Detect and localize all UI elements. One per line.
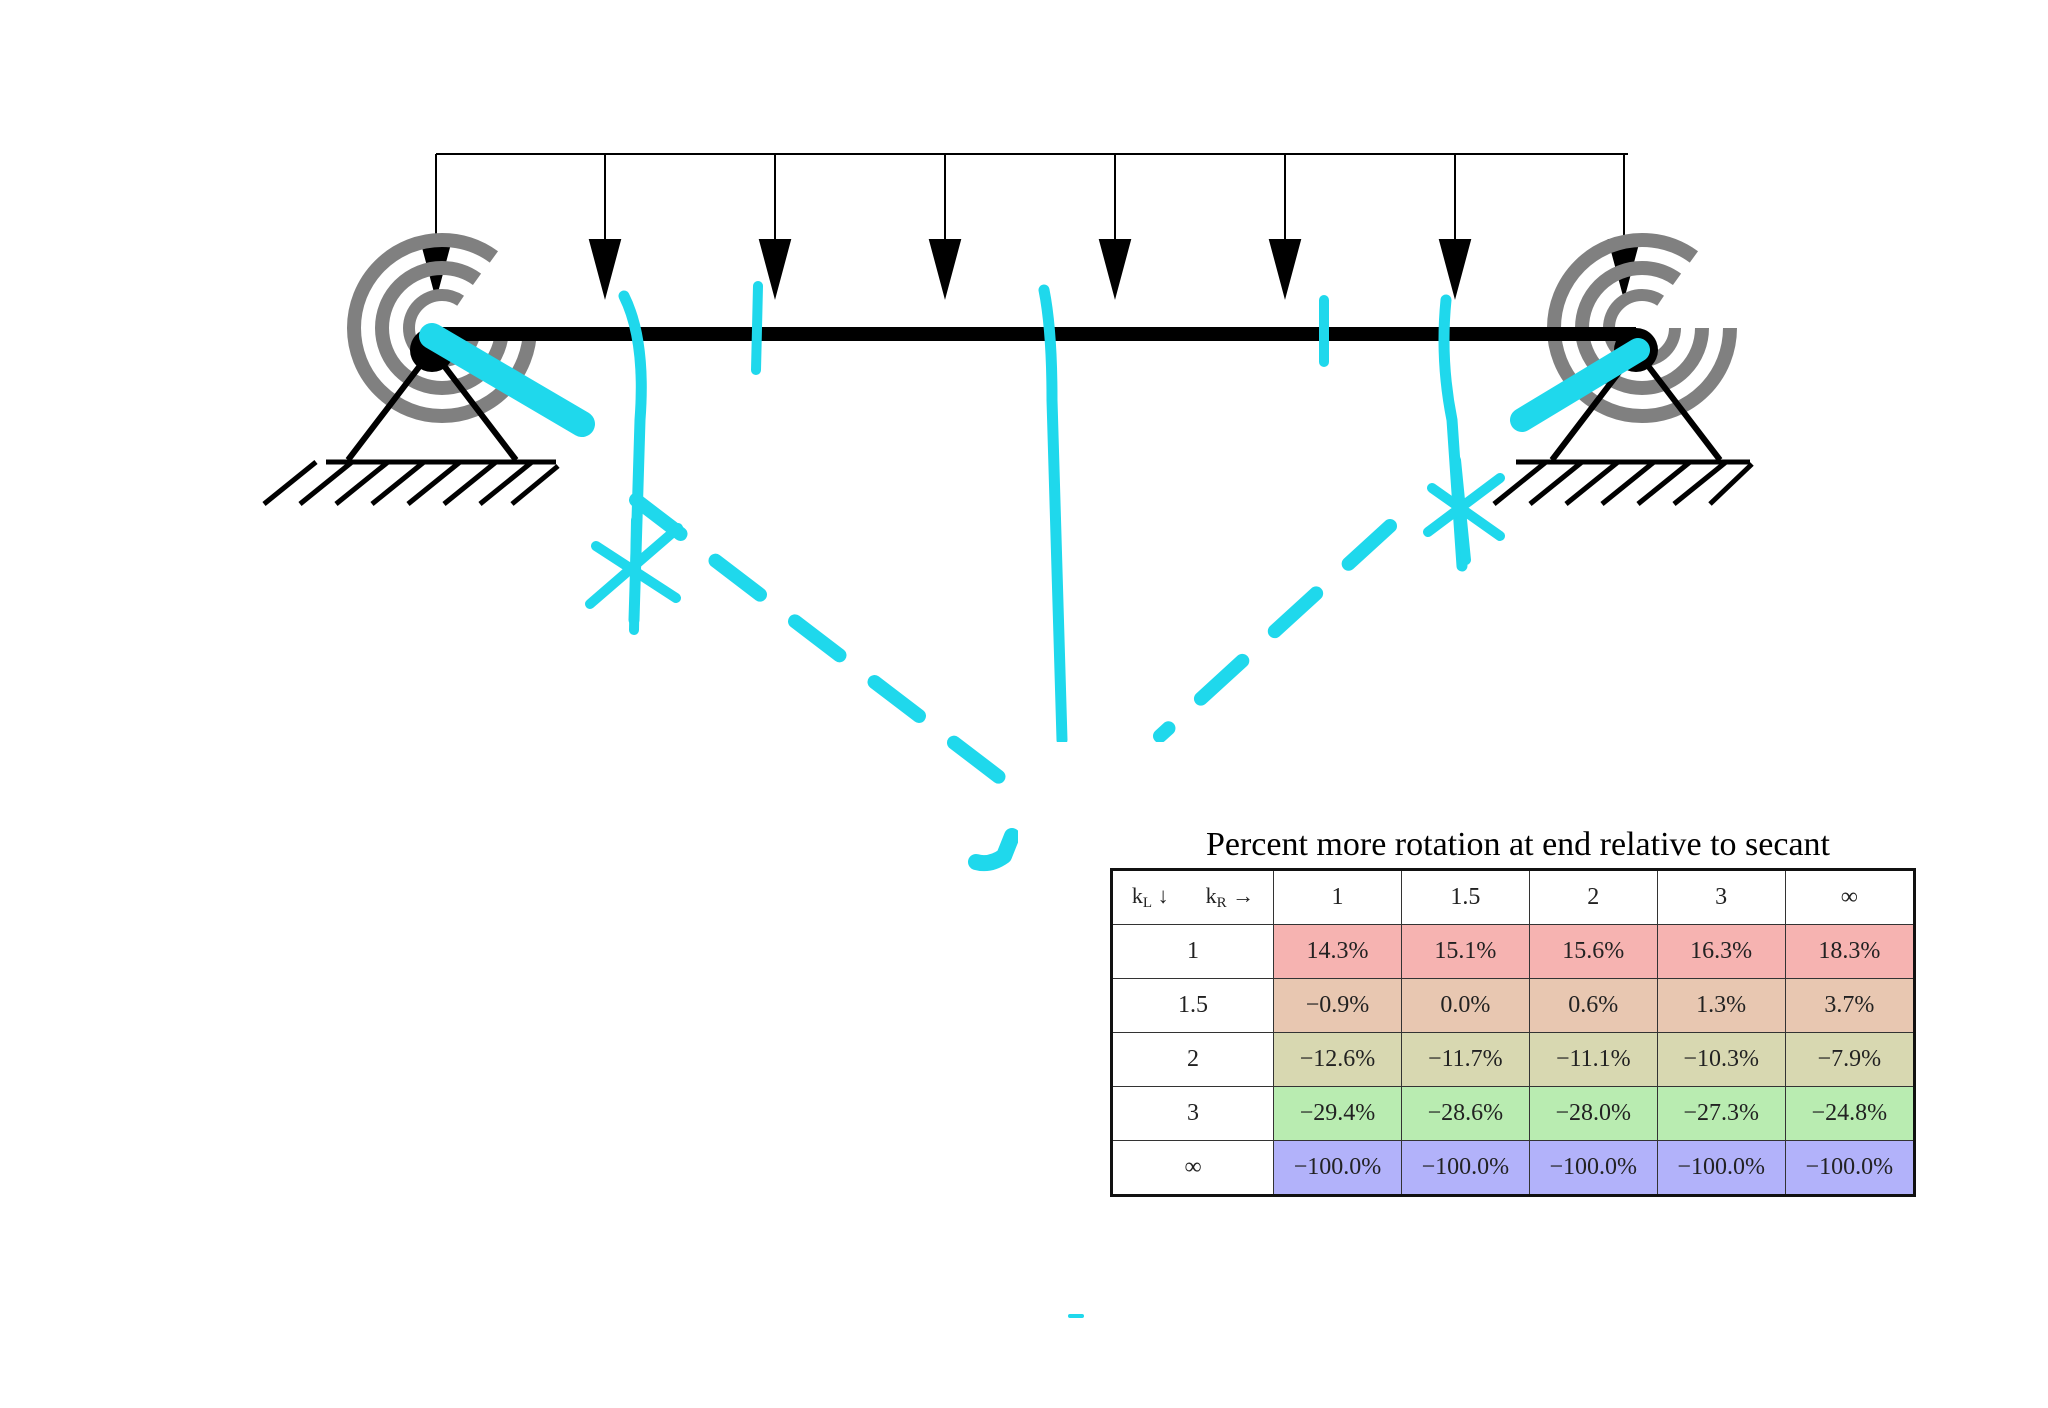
annotation-left-vertical <box>618 290 647 626</box>
load-arrow-head <box>1268 239 1302 300</box>
annotation-left-slope-stroke <box>419 323 595 437</box>
annotation-center-vertical <box>1038 284 1068 746</box>
left-ground-hatch <box>262 460 560 506</box>
table-cell: 0.6% <box>1528 978 1658 1033</box>
row-header: 2 <box>1111 1032 1274 1087</box>
table-cell: −0.9% <box>1273 978 1402 1033</box>
table-cell: 15.1% <box>1400 924 1530 979</box>
table-cell: −100.0% <box>1784 1140 1916 1196</box>
annotation-left-dashed-line <box>629 493 1023 797</box>
load-arrow-head <box>1098 239 1132 300</box>
annotation-right-slope-stroke <box>1510 338 1650 432</box>
table-row: ∞−100.0%−100.0%−100.0%−100.0%−100.0% <box>1111 1140 1916 1196</box>
row-header: 1.5 <box>1111 978 1274 1033</box>
table-cell: 0.0% <box>1400 978 1530 1033</box>
table-cell: −28.6% <box>1400 1086 1530 1141</box>
table-cell: 1.3% <box>1656 978 1786 1033</box>
row-header: 1 <box>1111 924 1274 979</box>
annotation-right-dashed-line <box>1153 519 1397 743</box>
load-arrows <box>419 154 1641 300</box>
table-cell: −11.7% <box>1400 1032 1530 1087</box>
table-title: Percent more rotation at end relative to… <box>1205 826 1831 863</box>
column-header: 1 <box>1273 869 1402 925</box>
uniform-distributed-load <box>419 153 1641 300</box>
row-header: 3 <box>1111 1086 1274 1141</box>
right-ground-hatch <box>1492 460 1754 506</box>
table-cell: −29.4% <box>1273 1086 1402 1141</box>
annotation-right-star <box>1423 455 1505 565</box>
table-row: 3−29.4%−28.6%−28.0%−27.3%−24.8% <box>1111 1086 1916 1141</box>
table-cell: 16.3% <box>1656 924 1786 979</box>
table-header-row: kL ↓ kR → 1 1.5 2 3 ∞ <box>1111 869 1916 925</box>
row-header: ∞ <box>1111 1140 1274 1196</box>
table-row: 2−12.6%−11.7%−11.1%−10.3%−7.9% <box>1111 1032 1916 1087</box>
table-cell: −100.0% <box>1528 1140 1658 1196</box>
table-cell: −100.0% <box>1273 1140 1402 1196</box>
load-arrow-head <box>588 239 622 300</box>
handwritten-annotations <box>419 281 1650 1318</box>
annotation-mask <box>1018 742 1178 882</box>
annotation-left-star <box>585 515 683 635</box>
load-arrow-head <box>1438 239 1472 300</box>
table-cell: −11.1% <box>1528 1032 1658 1087</box>
load-arrow-head <box>928 239 962 300</box>
table-row: 1.5−0.9%0.0%0.6%1.3%3.7% <box>1111 978 1916 1033</box>
table-cell: −100.0% <box>1400 1140 1530 1196</box>
column-header: 3 <box>1656 869 1786 925</box>
table-cell: −24.8% <box>1784 1086 1916 1141</box>
table-corner-header: kL ↓ kR → <box>1111 869 1274 925</box>
table-cell: 18.3% <box>1784 924 1916 979</box>
table-cell: −27.3% <box>1656 1086 1786 1141</box>
column-header: 2 <box>1528 869 1658 925</box>
column-header: ∞ <box>1784 869 1916 925</box>
table-cell: 15.6% <box>1528 924 1658 979</box>
table-cell: −12.6% <box>1273 1032 1402 1087</box>
table-cell: 14.3% <box>1273 924 1402 979</box>
table-cell: −10.3% <box>1656 1032 1786 1087</box>
table-cell: −100.0% <box>1656 1140 1786 1196</box>
annotation-tick-1 <box>751 281 763 375</box>
table-cell: −7.9% <box>1784 1032 1916 1087</box>
column-header: 1.5 <box>1400 869 1530 925</box>
table-cell: 3.7% <box>1784 978 1916 1033</box>
load-arrow-head <box>758 239 792 300</box>
annotation-right-vertical <box>1438 294 1468 572</box>
table-cell: −28.0% <box>1528 1086 1658 1141</box>
annotation-bottom-hook <box>968 828 1020 872</box>
